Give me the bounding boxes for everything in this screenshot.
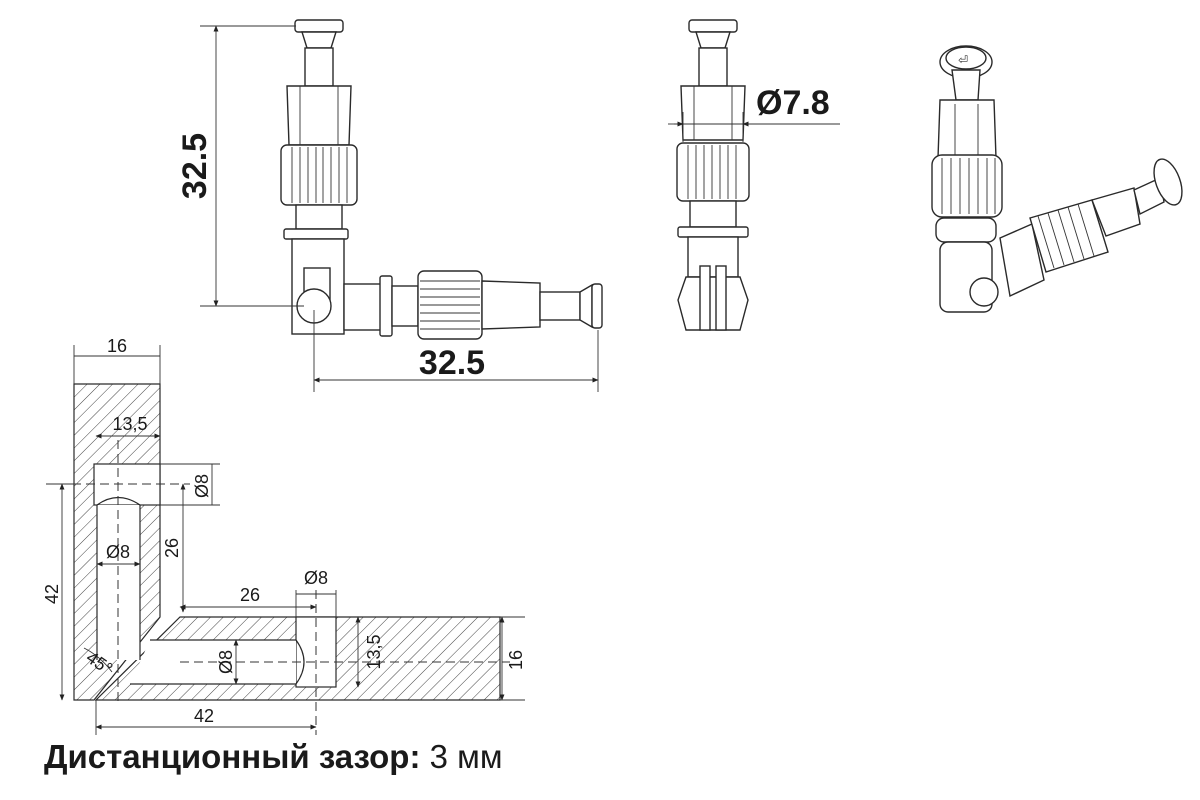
diameter-dimension-label: Ø7.8 — [756, 84, 830, 122]
width-dimension-label: 32.5 — [419, 344, 485, 382]
side-view: Ø7.8 — [668, 19, 840, 331]
height-dimension-label: 32.5 — [176, 133, 214, 199]
hole-dia-4-label: Ø8 — [216, 650, 236, 674]
isometric-view: ⏎ — [931, 45, 1183, 313]
front-view: 32.5 32.5 — [176, 19, 603, 392]
gap-caption-label: Дистанционный зазор: — [44, 738, 421, 775]
hole-dia-3-label: Ø8 — [304, 568, 328, 588]
offset-a-label: 13,5 — [112, 414, 147, 434]
length-h-label: 42 — [194, 706, 214, 726]
section-view: 16 13,5 Ø8 Ø8 26 42 26 Ø8 Ø8 13,5 — [42, 336, 526, 735]
depth-h-label: 26 — [240, 585, 260, 605]
hole-dia-2-label: Ø8 — [106, 542, 130, 562]
offset-b-label: 13,5 — [364, 634, 384, 669]
board-thickness-right-label: 16 — [506, 650, 526, 670]
gap-caption: Дистанционный зазор: 3 мм — [44, 738, 503, 776]
length-v-label: 42 — [42, 584, 62, 604]
hole-dia-1-label: Ø8 — [192, 474, 212, 498]
board-thickness-top-label: 16 — [107, 336, 127, 356]
svg-text:⏎: ⏎ — [958, 53, 968, 67]
gap-caption-value: 3 мм — [429, 738, 503, 775]
depth-v-label: 26 — [162, 538, 182, 558]
